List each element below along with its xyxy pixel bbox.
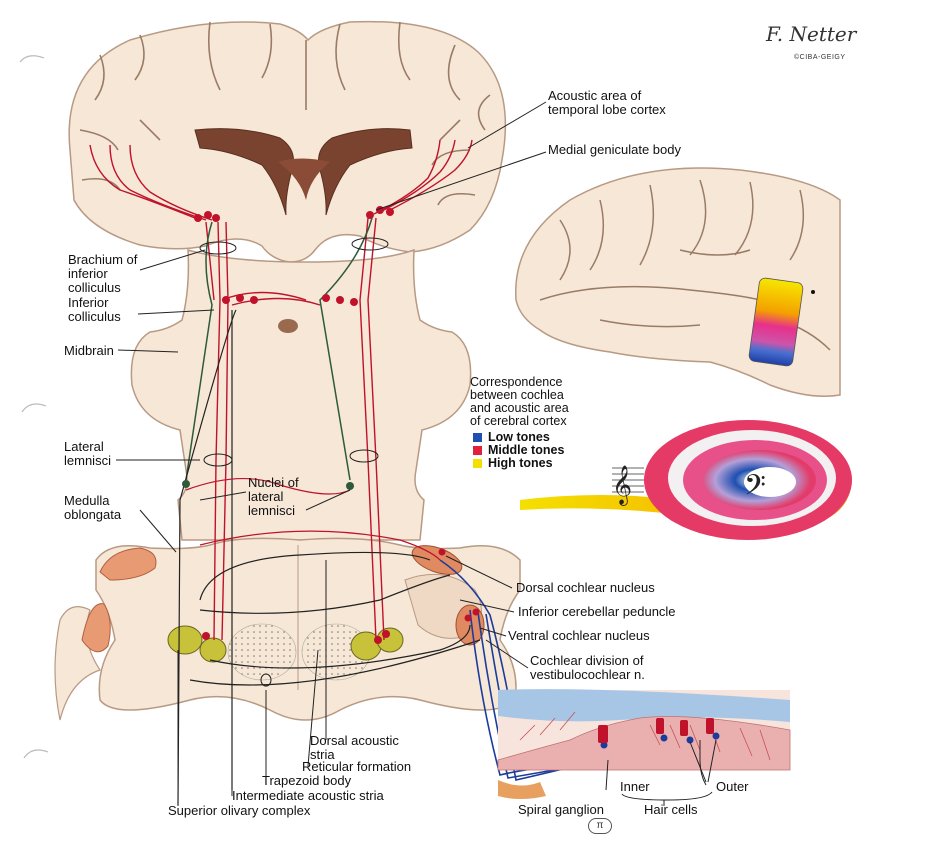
page-number-mark: π (588, 818, 612, 834)
label-medial-geniculate-body: Medial geniculate body (548, 142, 681, 157)
organ-of-corti-inset (497, 689, 791, 806)
lemnisci-outlines (199, 237, 389, 687)
medulla-section (54, 537, 521, 721)
music-staff (612, 467, 644, 493)
legend-swatch-yellow (473, 459, 482, 468)
hole-punch-marks (19, 55, 49, 759)
legend-swatch-red (473, 446, 482, 455)
nucleus-markers (182, 206, 480, 644)
label-dorsal-cochlear-nucleus: Dorsal cochlear nucleus (516, 580, 655, 595)
label-midbrain: Midbrain (64, 343, 114, 358)
superior-olivary-complex-right (350, 627, 404, 661)
lateral-ventricles (194, 128, 413, 216)
label-hair-cells: Hair cells (644, 802, 698, 817)
label-superior-olivary-complex: Superior olivary complex (168, 803, 311, 818)
cochlea-spiral (520, 420, 852, 540)
brainstem-outline (130, 248, 472, 541)
label-spiral-ganglion: Spiral ganglion (518, 802, 605, 817)
lateral-brain-view (515, 167, 841, 397)
artist-signature: F. Netter (766, 22, 857, 46)
legend-item-low-tones: Low tones (473, 430, 550, 444)
copyright-mark: ©CIBA-GEIGY (794, 54, 846, 61)
cerebral-aqueduct (278, 319, 298, 333)
label-intermediate-acoustic-stria: Intermediate acoustic stria (232, 788, 384, 803)
label-inferior-cerebellar-peduncle: Inferior cerebellar peduncle (518, 604, 676, 619)
legend-swatch-blue (473, 433, 482, 442)
label-ventral-cochlear-nucleus: Ventral cochlear nucleus (508, 628, 650, 643)
bass-clef-icon: 𝄢 (744, 469, 766, 509)
leader-lines (116, 101, 547, 806)
tone-correspondence-bar (748, 277, 804, 367)
label-reticular-formation: Reticular formation (302, 759, 412, 774)
treble-clef-icon: 𝄞 (612, 465, 632, 506)
label-outer: Outer (716, 779, 749, 794)
lateral-structures (81, 547, 157, 653)
legend-item-high-tones: High tones (473, 456, 553, 470)
label-inner: Inner (620, 779, 650, 794)
label-trapezoid-body: Trapezoid body (262, 773, 352, 788)
legend-item-middle-tones: Middle tones (473, 443, 564, 457)
superior-olivary-complex-left (167, 625, 227, 663)
